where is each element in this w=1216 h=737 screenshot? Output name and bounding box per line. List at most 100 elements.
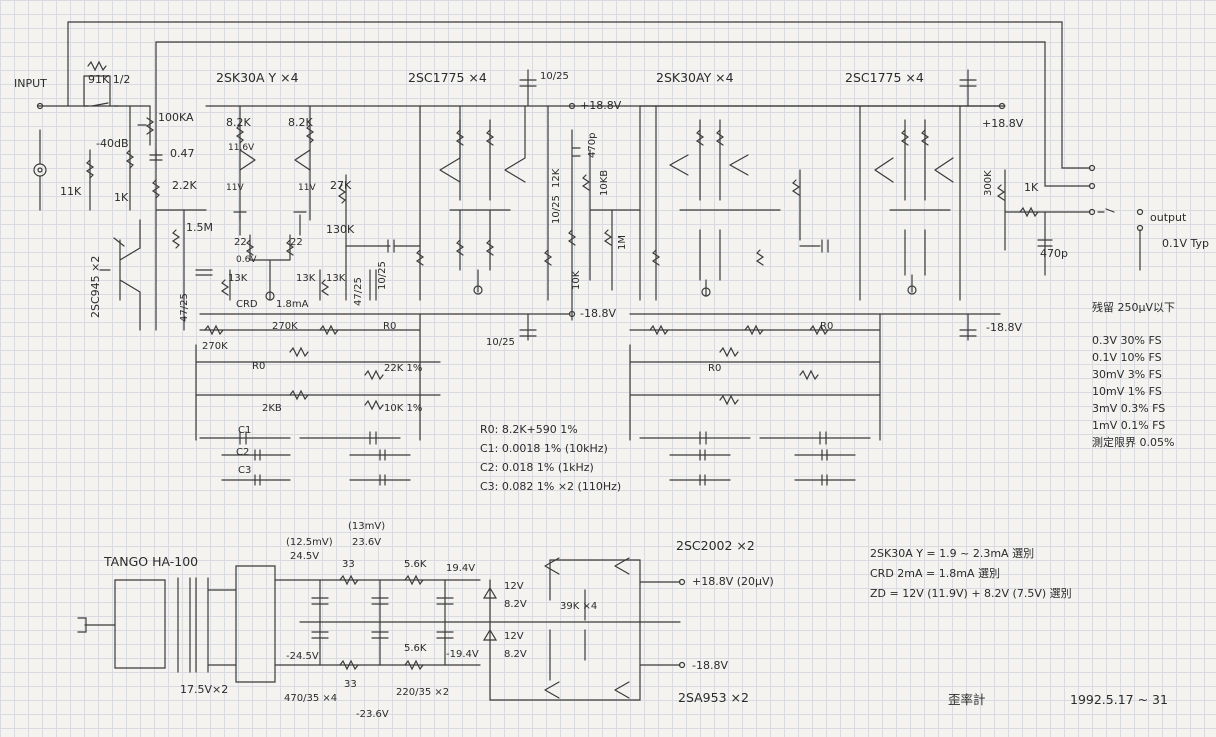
input-label: INPUT [14, 77, 47, 90]
zener-12b-label: 12V [504, 631, 524, 642]
resistor-12k-label: 12K [551, 168, 562, 188]
resistor-1m-label: 1M [617, 235, 628, 250]
r0-b-label: R0 [252, 361, 266, 372]
note-line: R0: 8.2K+590 1% [480, 423, 578, 436]
top-loop-outer [67, 21, 1091, 169]
pot-100ka [137, 105, 155, 146]
voltage-m194-label: -19.4V [446, 649, 479, 660]
resistor-22-a-label: 22 [234, 237, 247, 248]
resistor-13k-a-label: 13K [228, 273, 248, 284]
resistor-10k1-label: 10K 1% [384, 403, 423, 414]
voltage-m236-label: -23.6V [356, 709, 389, 720]
resistor-22-b-label: 22 [290, 237, 303, 248]
cap-47-25-b-label: 47/25 [353, 277, 364, 306]
sheet-title: 歪率計 [948, 692, 986, 707]
feedback-network-left [195, 313, 441, 441]
resistor-33a-label: 33 [342, 559, 355, 570]
resistor-300k-label: 300K [983, 170, 994, 196]
secondary-voltage-label: 17.5V×2 [180, 683, 229, 696]
output-typ-label: 0.1V Typ [1162, 237, 1210, 250]
r0-d-label: R0 [708, 363, 722, 374]
range-row: 10mV 1% FS [1092, 385, 1162, 398]
rail-plus-right-label: +18.8V [982, 117, 1024, 130]
cap-47-25-a-label: 47/25 [179, 293, 190, 322]
ripple-13-label: (13mV) [348, 521, 386, 532]
resistor-270k-a-label: 270K [272, 321, 298, 332]
residual-title: 残留 250μV以下 [1092, 301, 1176, 314]
range-row: 1mV 0.1% FS [1092, 419, 1166, 432]
resistor-13k-c-label: 13K [326, 273, 346, 284]
resistor-8k2-a-label: 8.2K [226, 116, 251, 129]
range-table: 残留 250μV以下 0.3V 30% FS 0.1V 10% FS 30mV … [1092, 302, 1210, 448]
r0-c-label: R0 [820, 321, 834, 332]
resistor-5k6b-label: 5.6K [404, 643, 427, 654]
component-notes: R0: 8.2K+590 1% C1: 0.0018 1% (10kHz) C2… [480, 424, 621, 492]
cap-10-25-a-label: 10/25 [377, 261, 388, 290]
sheet-date: 1992.5.17 ~ 31 [1070, 692, 1168, 707]
rail-minus-right-label: -18.8V [986, 321, 1022, 334]
q1-jfet-pair [233, 211, 307, 236]
note-line: C1: 0.0018 1% (10kHz) [480, 442, 608, 455]
voltage-m245-label: -24.5V [286, 651, 319, 662]
crd-current-label: 1.8mA [276, 299, 309, 310]
limit-label: 測定限界 0.05% [1092, 436, 1175, 449]
voltage-245-label: 24.5V [290, 551, 320, 562]
resistor-10k-label: 10K [571, 270, 582, 290]
q-2sc945-label: 2SC945 ×2 [89, 255, 102, 318]
stage3-transistor-label: 2SK30AY ×4 [656, 70, 734, 85]
selection-notes: 2SK30A Y = 1.9 ~ 2.3mA 選別 CRD 2mA = 1.8m… [870, 548, 1072, 599]
voltage-11v-b-label: 11V [298, 183, 316, 193]
selection-line: ZD = 12V (11.9V) + 8.2V (7.5V) 選別 [870, 587, 1072, 600]
resistor-1k-out-label: 1K [1024, 181, 1039, 194]
resistor-5k6a-label: 5.6K [404, 559, 427, 570]
output-label: output [1150, 211, 1187, 224]
c3-label: C3 [238, 465, 252, 476]
cap-470p-a-label: 470p [587, 132, 598, 158]
stage1-transistor-label: 2SK30A Y ×4 [216, 70, 299, 85]
resistor-10kb-label: 10KB [599, 169, 610, 196]
rail-plus-label: +18.8V [580, 99, 622, 112]
voltage-11v-a-label: 11V [226, 183, 244, 193]
resistor-1k-in-label: 1K [114, 191, 129, 204]
selection-line: 2SK30A Y = 1.9 ~ 2.3mA 選別 [870, 547, 1035, 560]
pnp-regulator-label: 2SA953 ×2 [678, 690, 749, 705]
stage4-transistor-label: 2SC1775 ×4 [845, 70, 924, 85]
zener-82b-label: 8.2V [504, 649, 527, 660]
resistor-270k-b-label: 270K [202, 341, 228, 352]
npn-regulator-label: 2SC2002 ×2 [676, 538, 755, 553]
cap-220-label: 220/35 ×2 [396, 687, 450, 698]
voltage-11v6-label: 11.6V [228, 143, 255, 153]
ripple-125-label: (12.5mV) [286, 537, 333, 548]
resistor-11k-label: 11K [60, 185, 82, 198]
range-row: 0.1V 10% FS [1092, 351, 1162, 364]
cap-470p-b-label: 470p [1040, 247, 1068, 260]
resistor-8k2-b-label: 8.2K [288, 116, 313, 129]
crd-label: CRD [236, 299, 258, 310]
transformer-label: TANGO HA-100 [104, 554, 199, 569]
resistor-2kb-label: 2KB [262, 403, 282, 414]
q-2sc945 [119, 219, 141, 331]
top-loop-inner [155, 41, 1091, 187]
ps-out-pos-label: +18.8V (20μV) [692, 575, 774, 588]
resistor-39k-label: 39K ×4 [560, 601, 598, 612]
attenuator-resistor-label: 91K 1/2 [88, 73, 131, 86]
range-row: 0.3V 30% FS [1092, 334, 1162, 347]
input-cap-label: 0.47 [170, 147, 195, 160]
attenuator-db-label: -40dB [96, 137, 129, 150]
feedback-network-right [629, 313, 881, 441]
c2-label: C2 [236, 447, 250, 458]
selection-line: CRD 2mA = 1.8mA 選別 [870, 567, 1000, 580]
transformer [114, 577, 209, 673]
resistor-13k-b-label: 13K [296, 273, 316, 284]
cap-10-25-d-label: 10/25 [551, 195, 562, 224]
resistor-27k-label: 27K [330, 179, 352, 192]
bridge-rectifier [235, 565, 276, 683]
cap-470-label: 470/35 ×4 [284, 693, 338, 704]
resistor-33b-label: 33 [344, 679, 357, 690]
zener-diodes [482, 579, 498, 701]
voltage-0v6-label: 0.6V [236, 255, 257, 265]
resistor-130k-label: 130K [326, 223, 355, 236]
voltage-236-label: 23.6V [352, 537, 382, 548]
attenuator-switch [83, 102, 119, 107]
